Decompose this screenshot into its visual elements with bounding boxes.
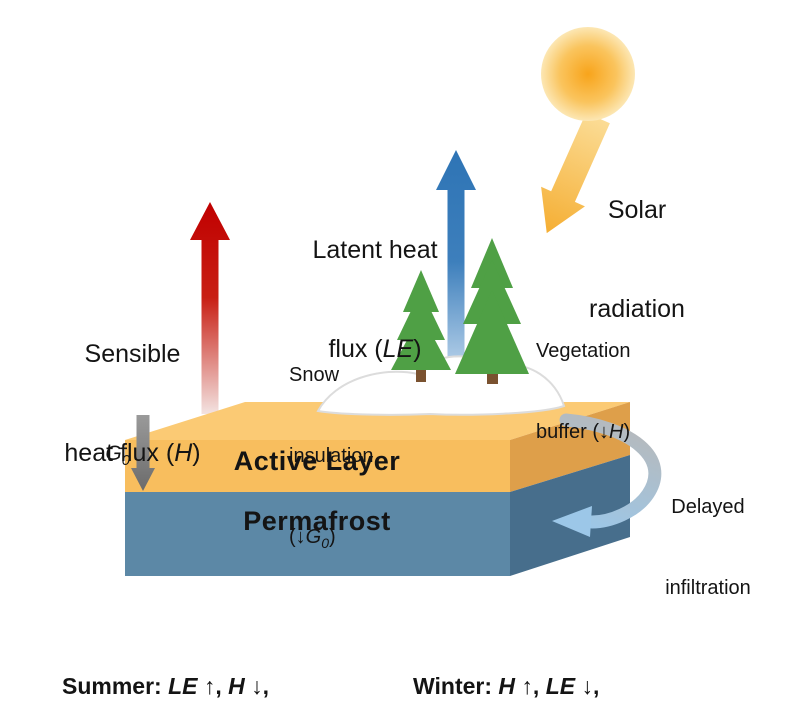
sensible-heat-label: Sensible heat flux (H) — [40, 272, 225, 536]
snow-insulation-line1: Snow — [289, 364, 340, 386]
sensible-heat-line1: Sensible — [84, 340, 181, 368]
tree-right-icon — [455, 238, 529, 384]
active-layer-label: Active Layer — [233, 446, 401, 476]
ground-flux-g0-label: G0 — [105, 442, 130, 470]
snow-insulation-line2: insulation — [289, 445, 374, 467]
snow-insulation-line3: (↓G0) — [289, 526, 336, 551]
active-layer-front-face — [125, 440, 510, 492]
tree-left-icon — [391, 270, 451, 382]
solar-radiation-line1: Solar — [607, 196, 667, 224]
sensible-heat-line2: heat flux (H) — [64, 439, 201, 467]
delayed-infiltration-label: Delayed infiltration — [638, 440, 778, 656]
delayed-infiltration-line2: infiltration — [665, 577, 751, 599]
latent-heat-label: Latent heat flux (LE) — [285, 168, 465, 432]
solar-radiation-arrow-icon — [541, 112, 610, 234]
vegetation-buffer-label: Vegetation buffer (↓H) — [536, 284, 666, 500]
sensible-heat-arrow-icon — [190, 202, 230, 414]
delayed-infiltration-line1: Delayed — [671, 496, 745, 518]
permafrost-label: Permafrost — [243, 506, 391, 536]
snow-insulation-label: Snow insulation (↓G0) — [289, 308, 409, 611]
sun-icon — [541, 27, 635, 121]
solar-radiation-line2: radiation — [589, 295, 685, 323]
permafrost-front-face — [125, 492, 510, 576]
latent-heat-line2: flux (LE) — [328, 335, 422, 363]
vegetation-buffer-line1: Vegetation — [536, 340, 631, 362]
latent-heat-line1: Latent heat — [312, 236, 438, 264]
vegetation-buffer-line2: buffer (↓H) — [536, 421, 631, 443]
latent-heat-arrow-icon — [436, 150, 476, 398]
infiltration-arrowhead-icon — [552, 506, 592, 537]
summer-summary-line1: Summer: LE ↑, H ↓, — [62, 673, 270, 699]
winter-summary-label: Winter: H ↑, LE ↓, G0 deeper — [413, 606, 713, 707]
ground-heat-flux-arrow-icon — [131, 415, 155, 491]
summer-summary-label: Summer: LE ↑, H ↓, G0 shallow — [62, 606, 362, 707]
infiltration-arrow-icon — [559, 413, 662, 529]
winter-summary-line1: Winter: H ↑, LE ↓, — [413, 673, 600, 699]
solar-radiation-label: Solar radiation — [562, 128, 712, 392]
